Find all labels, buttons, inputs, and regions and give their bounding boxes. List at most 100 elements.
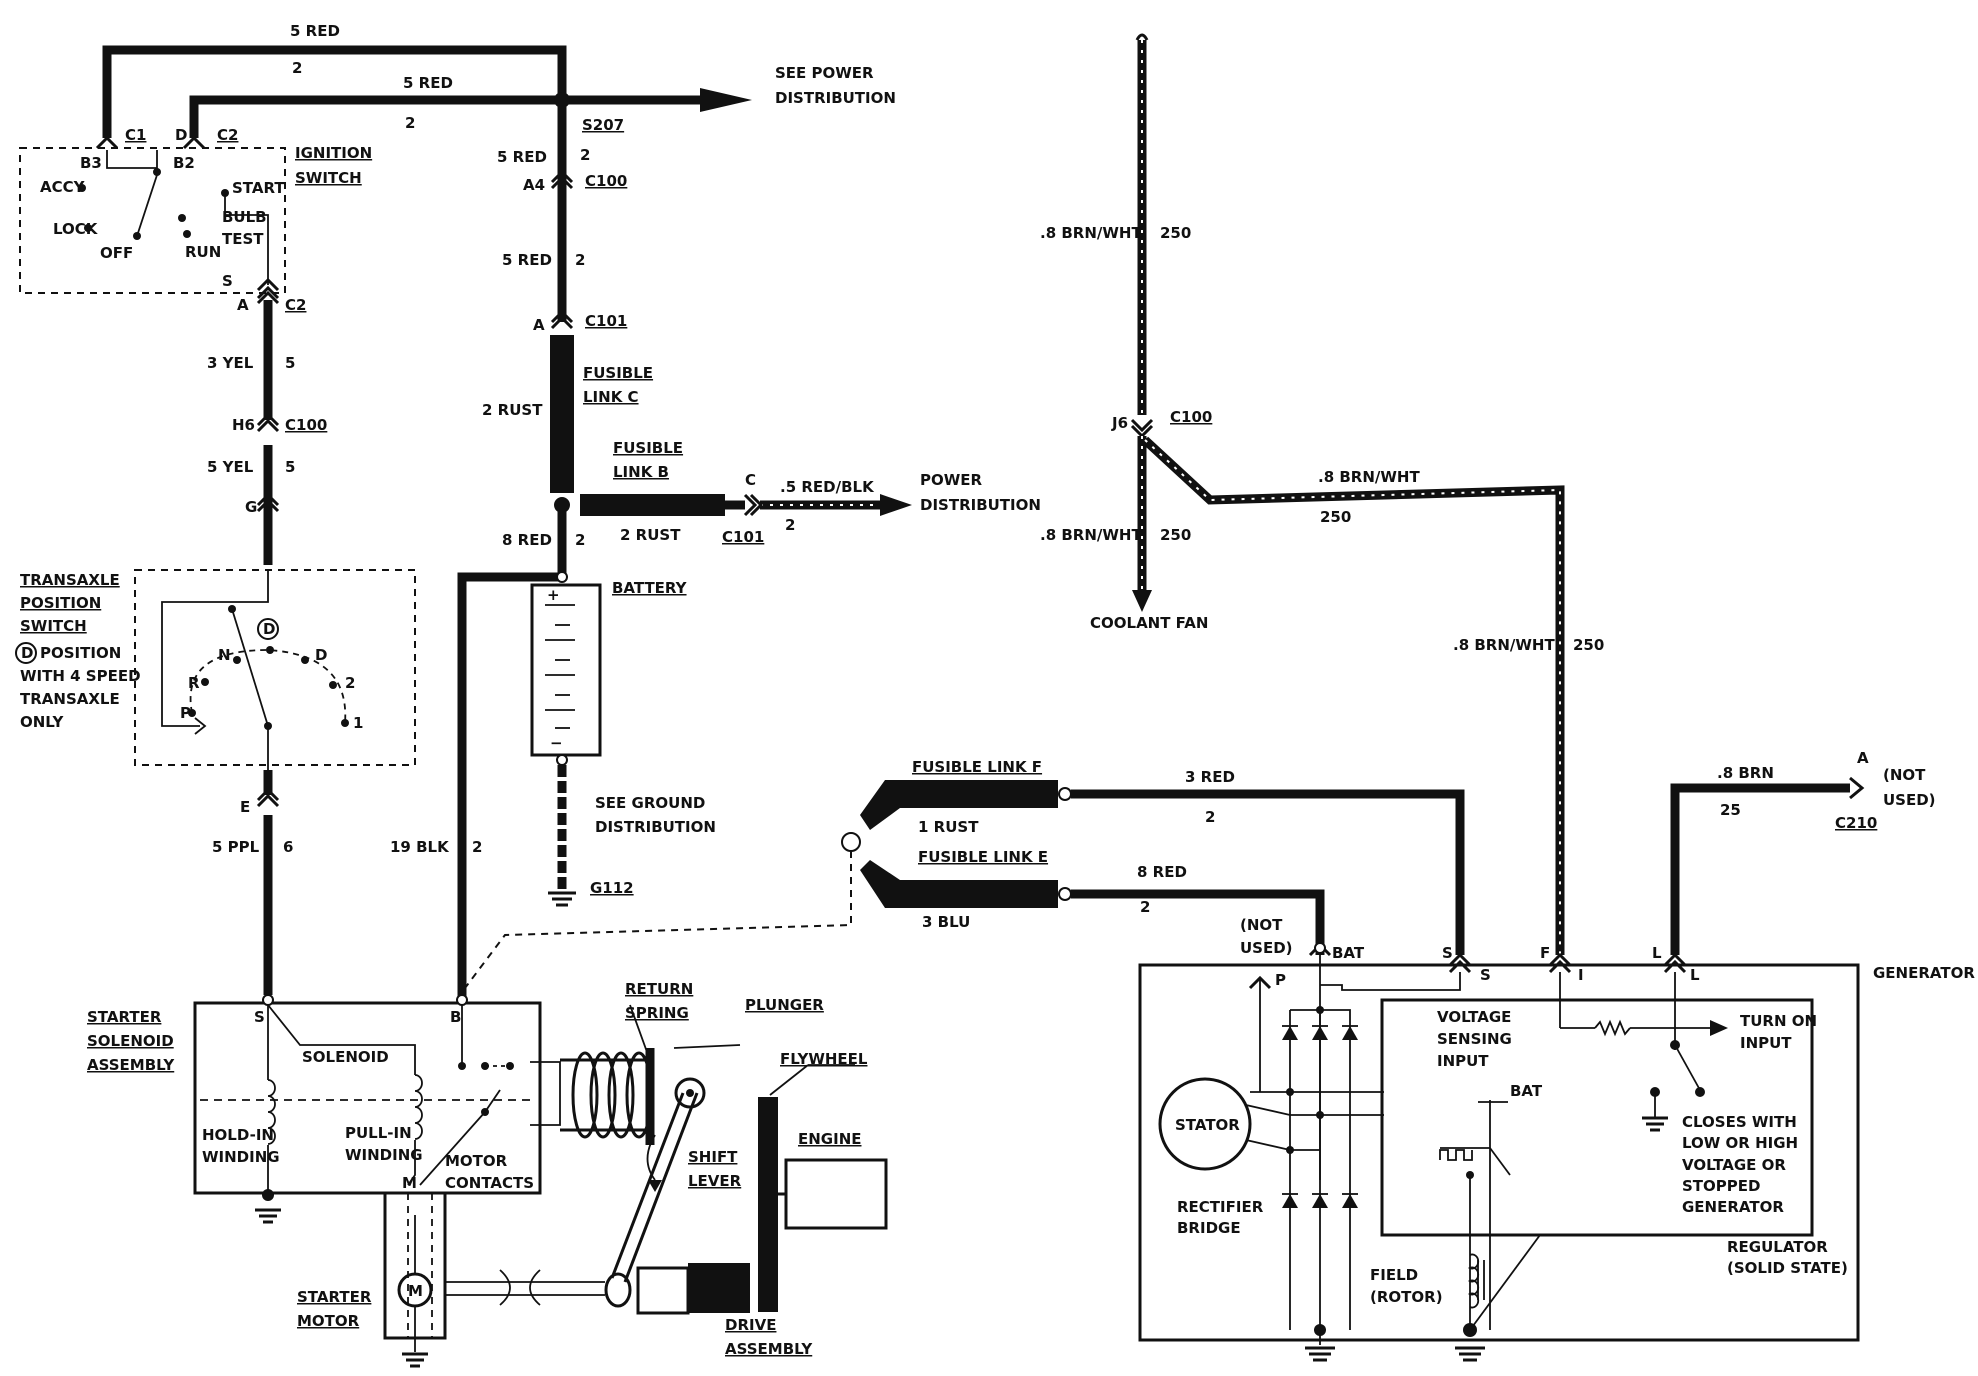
wire-brn [1670, 783, 1850, 955]
fusible-link-c [550, 335, 574, 493]
starter-solenoid-assembly [193, 994, 605, 1368]
label-s: S [254, 1008, 265, 1026]
label-switch: SWITCH [20, 617, 87, 635]
label-c: C [745, 471, 756, 489]
label-fusible: FUSIBLE [583, 364, 653, 382]
label-regulator: REGULATOR [1727, 1238, 1828, 1256]
label-m: M [408, 1282, 423, 1300]
wire-5red-second [189, 95, 700, 138]
label-brn-wht: .8 BRN/WHT [1040, 224, 1142, 242]
battery [530, 571, 602, 907]
label-d: D [175, 126, 187, 144]
label-rotor: (ROTOR) [1370, 1288, 1443, 1306]
label-field: FIELD [1370, 1266, 1418, 1284]
ignition-switch [19, 147, 286, 294]
fusible-link-f [860, 780, 1058, 830]
label-l: L [1652, 944, 1662, 962]
arrow-coolant-fan [1132, 590, 1152, 612]
label-5red: 5 RED [497, 148, 547, 166]
label-250: 250 [1573, 636, 1604, 654]
label-c1: C1 [125, 126, 146, 144]
label-bat: BAT [1510, 1082, 1543, 1100]
label-distribution: DISTRIBUTION [920, 496, 1041, 514]
label-25: 25 [1720, 801, 1741, 819]
fusible-link-b [580, 494, 725, 516]
label-c101: C101 [722, 528, 764, 546]
label-gauge: 2 [472, 838, 482, 856]
label-n: N [218, 646, 231, 664]
label-2: 2 [345, 674, 355, 692]
wire-19blk [457, 572, 562, 1000]
label-turn-on: TURN ON [1740, 1012, 1817, 1030]
label-gauge: 6 [283, 838, 293, 856]
label-input: INPUT [1437, 1052, 1489, 1070]
label-not-used: (NOT [1883, 766, 1926, 784]
label-solenoid: SOLENOID [87, 1032, 174, 1050]
label-a4: A4 [523, 176, 545, 194]
label-run: RUN [185, 243, 221, 261]
label-starter: STARTER [297, 1288, 372, 1306]
label-gauge: 5 [285, 458, 295, 476]
label-switch: SWITCH [295, 169, 362, 187]
label-motor: MOTOR [445, 1152, 508, 1170]
label-motor: MOTOR [297, 1312, 360, 1330]
label-e: E [240, 798, 250, 816]
label-a: A [237, 296, 249, 314]
label-gauge: 2 [292, 59, 302, 77]
fusible-link-e [860, 860, 1058, 908]
label-gauge: 2 [405, 114, 415, 132]
label-c100: C100 [585, 172, 627, 190]
label-lock: LOCK [53, 220, 99, 238]
label-c210: C210 [1835, 814, 1877, 832]
label-test: TEST [222, 230, 264, 248]
battery-body [530, 583, 602, 757]
label-2rust: 2 RUST [482, 401, 543, 419]
label-c2: C2 [285, 296, 306, 314]
label-2rust: 2 RUST [620, 526, 681, 544]
label-assembly: ASSEMBLY [725, 1340, 813, 1358]
label-see-ground: SEE GROUND [595, 794, 705, 812]
label-pull-in: PULL-IN [345, 1124, 412, 1142]
label-s: S [222, 272, 233, 290]
label-a: A [533, 316, 545, 334]
fusible-links-e-f [461, 776, 1865, 993]
label-not-used: USED) [1883, 791, 1936, 809]
label-fusible: FUSIBLE [613, 439, 683, 457]
label-engine: ENGINE [798, 1130, 862, 1148]
label-voltage: VOLTAGE [1437, 1008, 1511, 1026]
generator-box [1138, 963, 1860, 1342]
label-voltage-or: VOLTAGE OR [1682, 1156, 1786, 1174]
label-hold-in: HOLD-IN [202, 1126, 274, 1144]
label-plunger: PLUNGER [745, 996, 824, 1014]
label-gauge: 2 [580, 146, 590, 164]
ignition-switch-box [19, 147, 286, 294]
arrow-power-dist [880, 494, 912, 516]
plunger-spring-lever [530, 1004, 888, 1315]
label-generator: GENERATOR [1682, 1198, 1784, 1216]
label-brn-wht: .8 BRN/WHT [1318, 468, 1420, 486]
wiring-top-left [102, 45, 912, 1000]
label-accy: ACCY [40, 178, 86, 196]
label-a: A [1857, 749, 1869, 767]
label-winding: WINDING [202, 1148, 280, 1166]
label-off: OFF [100, 244, 133, 262]
label-drive: DRIVE [725, 1316, 776, 1334]
label-input: INPUT [1740, 1034, 1792, 1052]
label-return: RETURN [625, 980, 693, 998]
label-only: ONLY [20, 713, 65, 731]
arrow-see-power [700, 88, 752, 112]
label-solid-state: (SOLID STATE) [1727, 1259, 1848, 1277]
label-8red: 8 RED [1137, 863, 1187, 881]
label-gauge: 2 [785, 516, 795, 534]
label-winding: WINDING [345, 1146, 423, 1164]
connectors [95, 135, 1154, 808]
label-m: M [402, 1174, 417, 1192]
label-transaxle: TRANSAXLE [20, 571, 120, 589]
battery-plus: + [547, 586, 560, 604]
label-3yel: 3 YEL [207, 354, 254, 372]
label-p: P [1275, 971, 1286, 989]
label-d-circled: D [21, 644, 33, 662]
label-l: L [1690, 966, 1700, 984]
label-not-used: (NOT [1240, 916, 1283, 934]
